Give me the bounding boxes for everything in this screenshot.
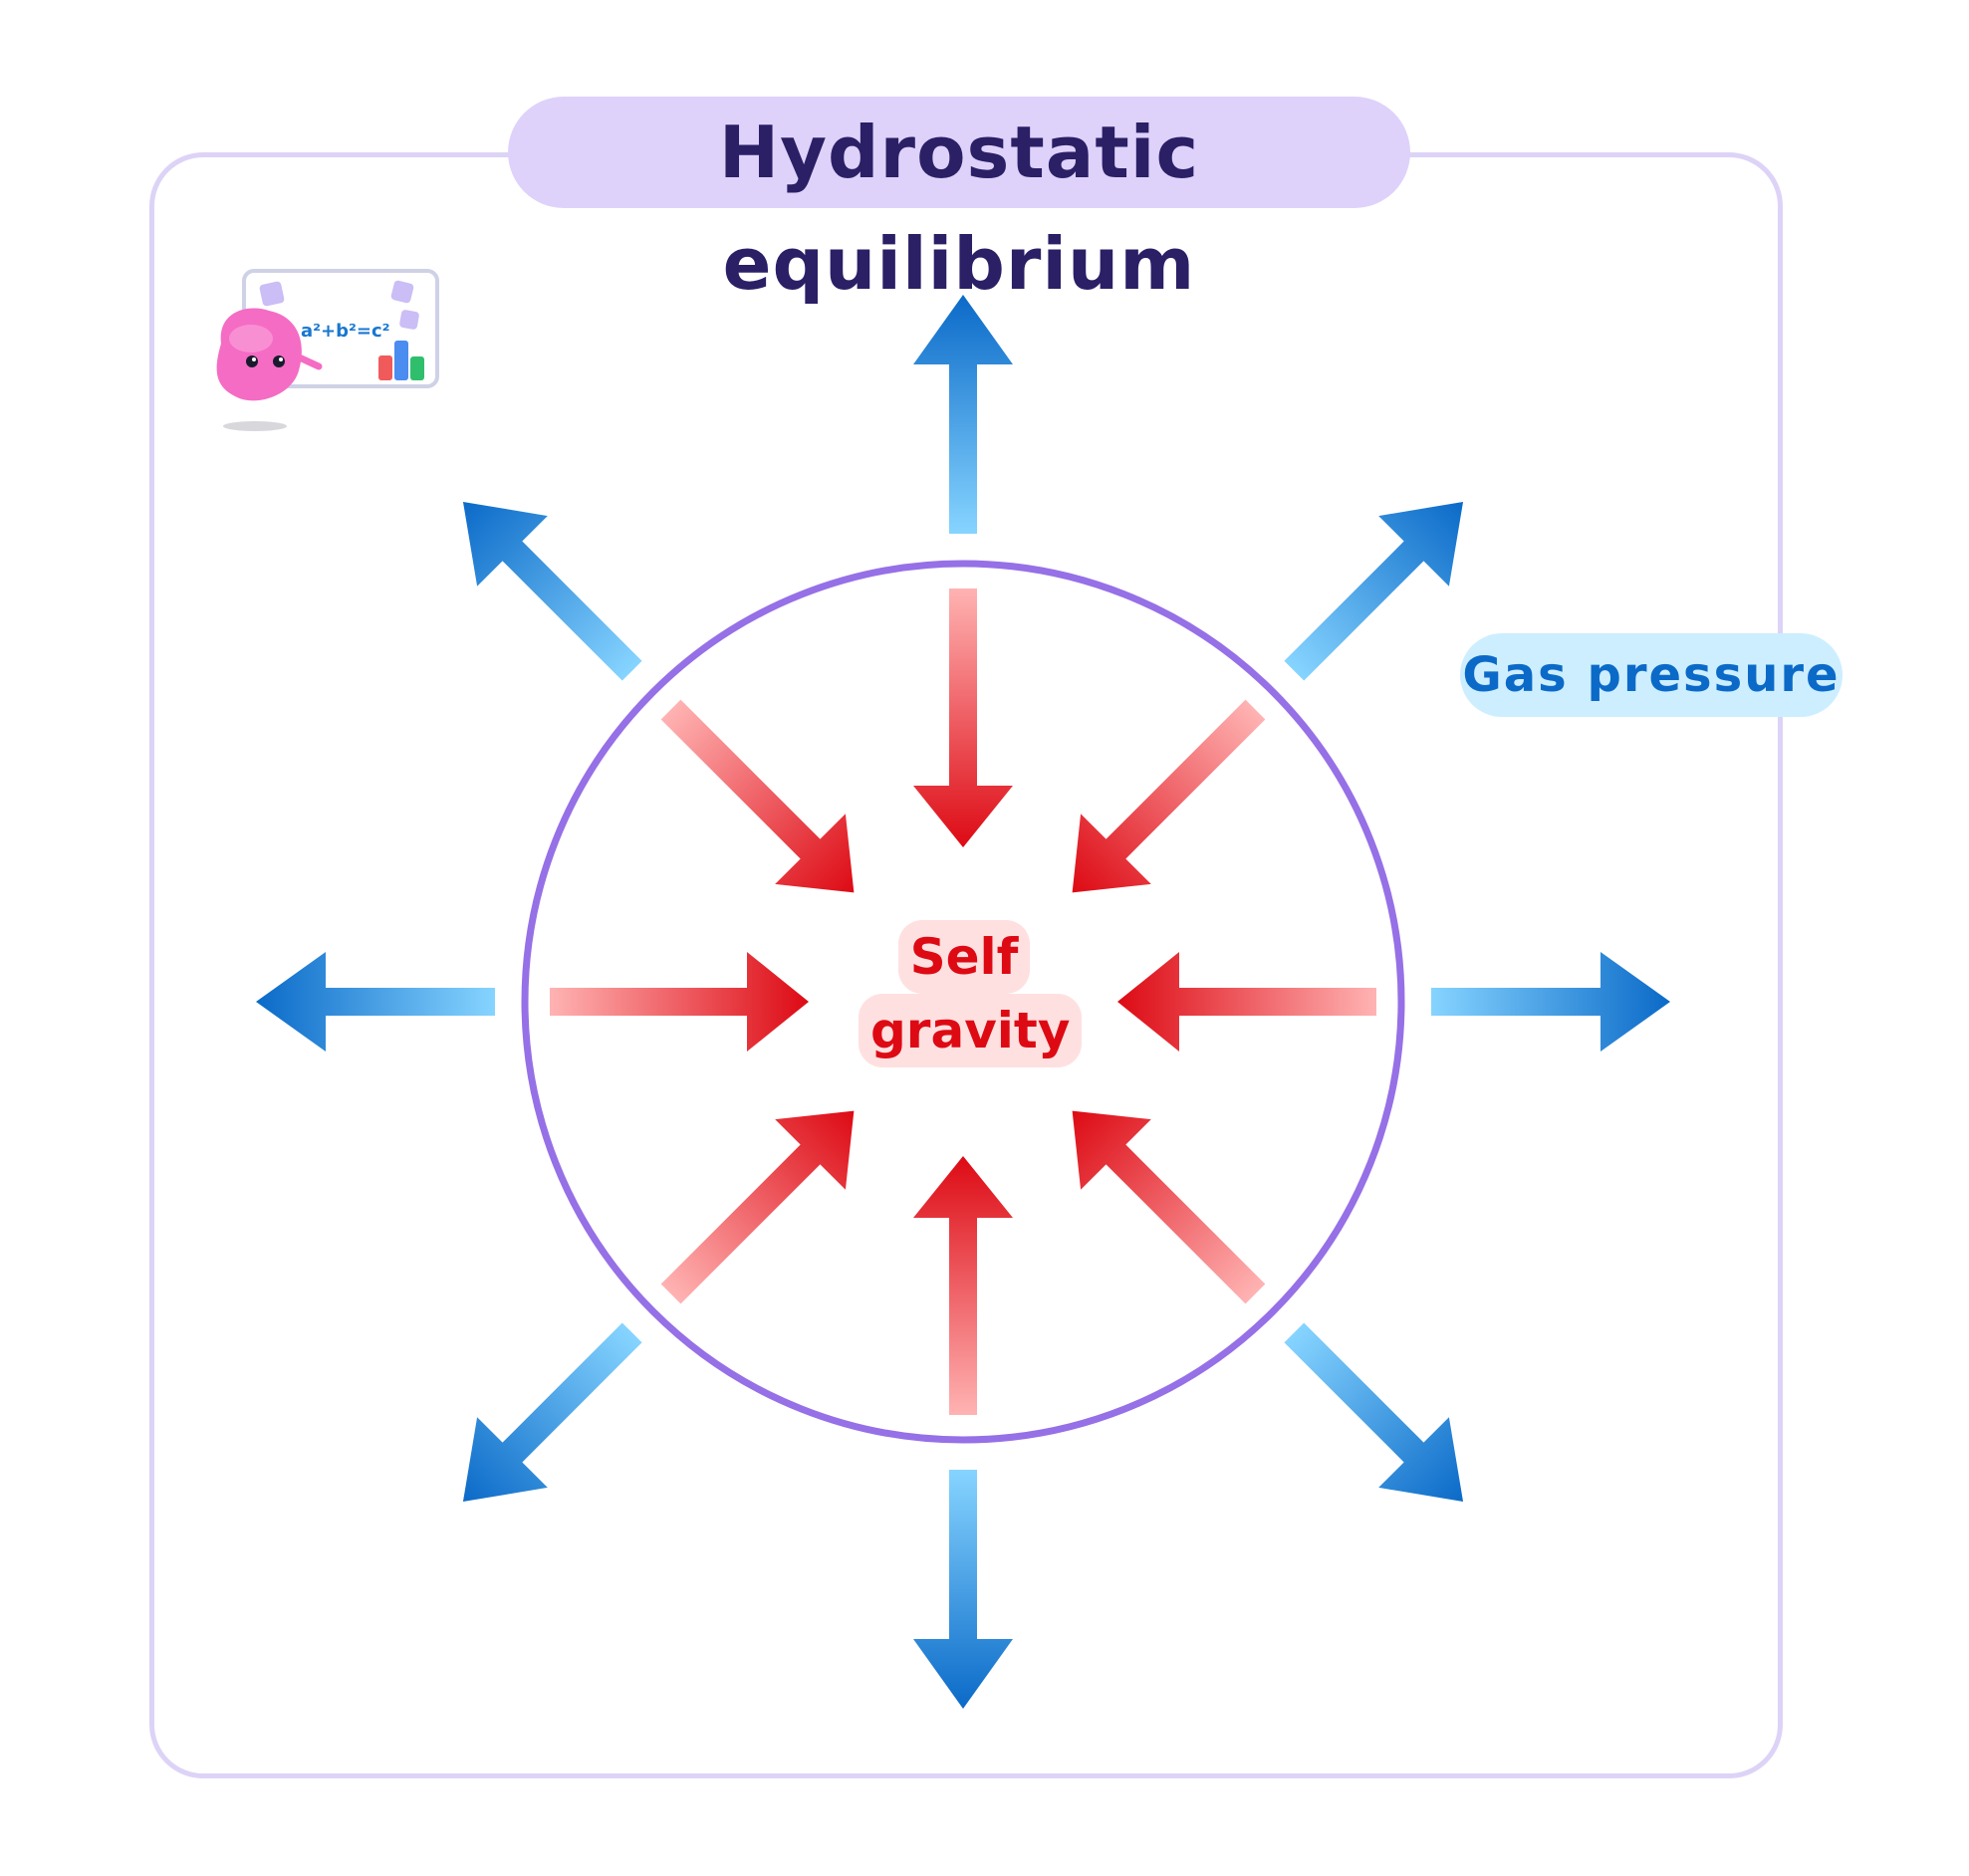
self-gravity-arrow-south-shape [913,1156,1013,1415]
self-gravity-label-line2: gravity [859,994,1083,1067]
self-gravity-arrow-north-shape [913,588,1013,847]
self-gravity-arrow-east-shape [1117,952,1376,1052]
gas-pressure-arrows [256,295,1670,1709]
gas-pressure-arrow-south [913,1470,1013,1709]
self-gravity-arrow-northeast [1072,699,1266,893]
self-gravity-arrow-northwest [660,699,855,893]
gas-pressure-arrow-west [256,952,495,1052]
gas-pressure-arrow-west-shape [256,952,495,1052]
self-gravity-arrow-west [550,952,809,1052]
self-gravity-arrow-east [1117,952,1376,1052]
teacher-mascot-whiteboard-icon: a²+b²=c² [216,269,439,431]
diagram-title: Hydrostatic equilibrium [508,97,1410,306]
self-gravity-arrow-southwest-shape [660,1110,855,1304]
gas-pressure-arrow-north [913,295,1013,534]
self-gravity-label: Self gravity [859,920,1083,1067]
self-gravity-arrow-southwest [660,1110,855,1304]
gas-pressure-arrow-south-shape [913,1470,1013,1709]
gas-pressure-arrow-north-shape [913,295,1013,534]
gas-pressure-arrow-northwest [462,501,642,681]
self-gravity-arrow-northeast-shape [1072,699,1266,893]
self-gravity-arrow-west-shape [550,952,809,1052]
gas-pressure-arrow-northeast-shape [1284,501,1464,681]
self-gravity-arrow-southeast-shape [1072,1110,1266,1304]
self-gravity-arrows [550,588,1376,1415]
gas-pressure-arrow-northeast [1284,501,1464,681]
formula-text: a²+b²=c² [301,321,390,342]
gas-pressure-arrow-east-shape [1431,952,1670,1052]
self-gravity-arrow-north [913,588,1013,847]
star-boundary-circle [521,560,1405,1444]
self-gravity-label-line1: Self [897,920,1031,994]
gas-pressure-arrow-southwest-shape [462,1322,642,1503]
gas-pressure-arrow-northwest-shape [462,501,642,681]
self-gravity-arrow-northwest-shape [660,699,855,893]
self-gravity-arrow-southeast [1072,1110,1266,1304]
self-gravity-arrow-south [913,1156,1013,1415]
gas-pressure-arrow-southeast [1284,1322,1464,1503]
gas-pressure-arrow-southwest [462,1322,642,1503]
gas-pressure-arrow-east [1431,952,1670,1052]
gas-pressure-label: Gas pressure [1460,633,1843,717]
gas-pressure-arrow-southeast-shape [1284,1322,1464,1503]
